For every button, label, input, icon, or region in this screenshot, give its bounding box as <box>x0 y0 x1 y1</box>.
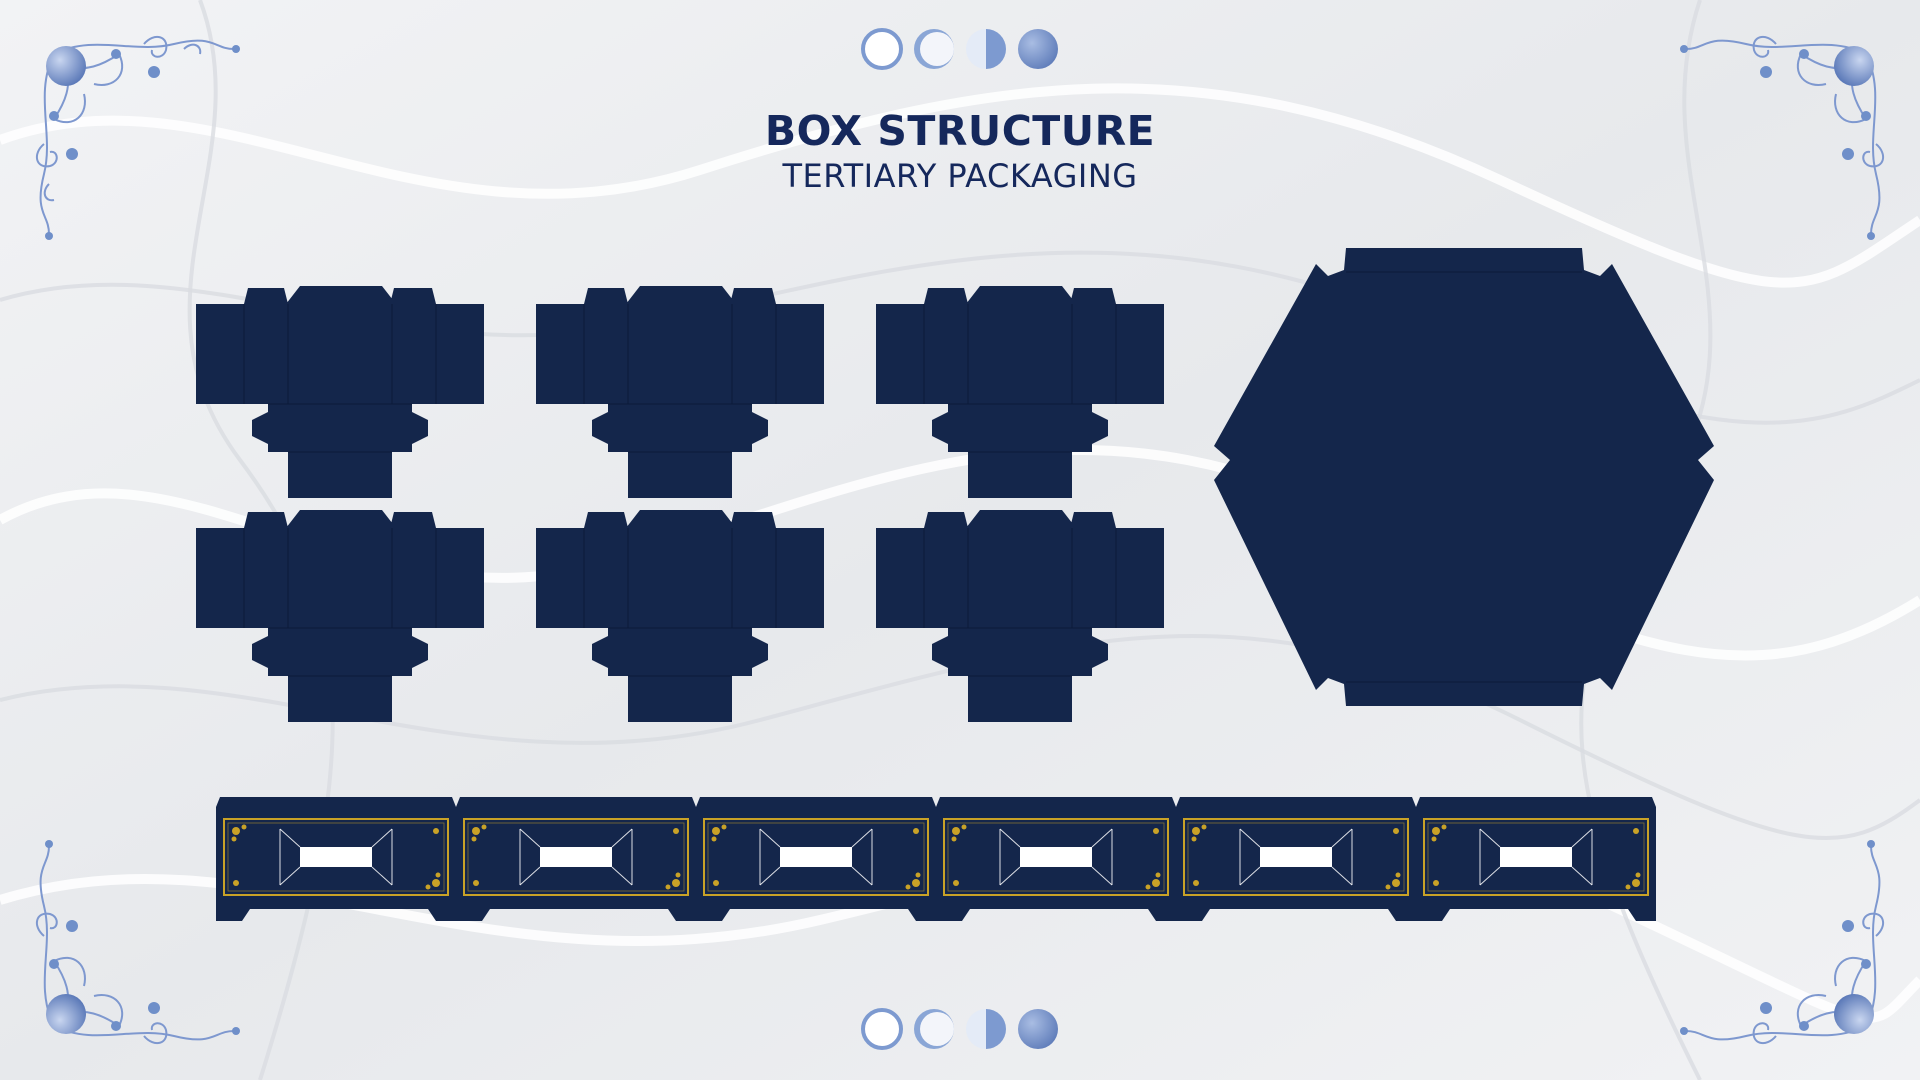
box-dieline-5 <box>536 509 824 722</box>
title-block: BOX STRUCTURE TERTIARY PACKAGING <box>0 106 1920 196</box>
corner-ornament-bottom-left <box>35 840 240 1045</box>
half-moon-icon <box>966 1009 1006 1049</box>
moon-phase-row-top <box>860 27 1060 71</box>
corner-ornament-bottom-right <box>1680 840 1885 1045</box>
hexagon-box-dieline <box>1214 248 1714 706</box>
new-moon-ring-icon <box>861 28 903 70</box>
full-moon-icon <box>1018 1009 1058 1049</box>
box-dieline-1 <box>196 285 484 498</box>
moon-phase-row-bottom <box>860 1007 1060 1051</box>
page-subtitle: TERTIARY PACKAGING <box>782 157 1138 195</box>
corner-ornament-top-right <box>1680 35 1885 240</box>
box-dieline-4 <box>196 509 484 722</box>
box-dieline-3 <box>876 285 1164 498</box>
page-title: BOX STRUCTURE <box>764 107 1156 155</box>
printed-box-strip <box>216 796 1657 922</box>
corner-ornament-top-left <box>35 35 240 240</box>
full-moon-icon <box>1018 29 1058 69</box>
box-dieline-2 <box>536 285 824 498</box>
box-dieline-6 <box>876 509 1164 722</box>
new-moon-ring-icon <box>861 1008 903 1050</box>
crescent-moon-icon <box>914 1009 954 1049</box>
crescent-moon-icon <box>914 29 954 69</box>
half-moon-icon <box>966 29 1006 69</box>
